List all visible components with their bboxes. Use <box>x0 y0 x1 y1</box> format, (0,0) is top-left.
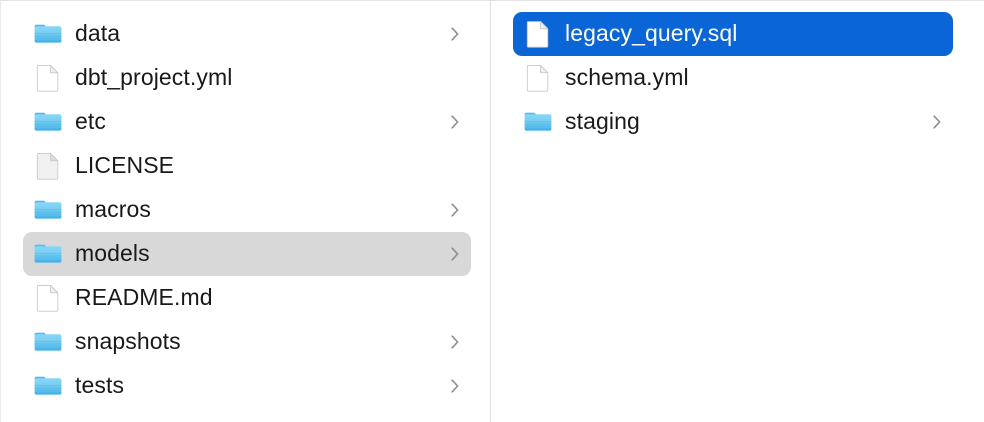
finder-item-row[interactable]: data <box>23 12 471 56</box>
finder-item-row[interactable]: legacy_query.sql <box>513 12 953 56</box>
document-icon <box>33 151 63 181</box>
folder-icon <box>33 239 63 269</box>
document-icon <box>523 63 553 93</box>
finder-item-row[interactable]: snapshots <box>23 320 471 364</box>
finder-item-label: models <box>75 241 150 266</box>
folder-icon <box>523 107 553 137</box>
disclosure-chevron-icon[interactable] <box>931 113 943 131</box>
finder-column-parent[interactable]: data dbt_project.yml etc <box>1 1 491 422</box>
finder-item-row[interactable]: LICENSE <box>23 144 471 188</box>
finder-item-label: README.md <box>75 285 213 310</box>
document-icon <box>33 283 63 313</box>
folder-icon <box>33 371 63 401</box>
finder-item-label: macros <box>75 197 152 222</box>
disclosure-chevron-icon[interactable] <box>449 201 461 219</box>
finder-item-row[interactable]: tests <box>23 364 471 408</box>
folder-icon <box>33 327 63 357</box>
finder-item-row[interactable]: schema.yml <box>513 56 953 100</box>
folder-icon <box>33 19 63 49</box>
document-icon <box>523 19 553 49</box>
finder-item-row[interactable]: staging <box>513 100 953 144</box>
disclosure-chevron-icon[interactable] <box>449 377 461 395</box>
finder-item-label: data <box>75 21 121 46</box>
disclosure-chevron-icon[interactable] <box>449 25 461 43</box>
finder-item-label: snapshots <box>75 329 181 354</box>
finder-item-label: staging <box>565 109 640 134</box>
finder-item-label: schema.yml <box>565 65 689 90</box>
finder-item-label: tests <box>75 373 125 398</box>
finder-item-row[interactable]: macros <box>23 188 471 232</box>
finder-item-row[interactable]: etc <box>23 100 471 144</box>
document-icon <box>33 63 63 93</box>
disclosure-chevron-icon[interactable] <box>449 113 461 131</box>
folder-icon <box>33 195 63 225</box>
finder-item-row[interactable]: README.md <box>23 276 471 320</box>
finder-item-row[interactable]: models <box>23 232 471 276</box>
finder-item-label: LICENSE <box>75 153 175 178</box>
folder-icon <box>33 107 63 137</box>
finder-item-label: dbt_project.yml <box>75 65 233 90</box>
disclosure-chevron-icon[interactable] <box>449 245 461 263</box>
finder-column-child[interactable]: legacy_query.sql schema.yml staging <box>491 1 984 422</box>
finder-item-label: legacy_query.sql <box>565 21 738 46</box>
finder-item-row[interactable]: dbt_project.yml <box>23 56 471 100</box>
finder-item-label: etc <box>75 109 106 134</box>
disclosure-chevron-icon[interactable] <box>449 333 461 351</box>
